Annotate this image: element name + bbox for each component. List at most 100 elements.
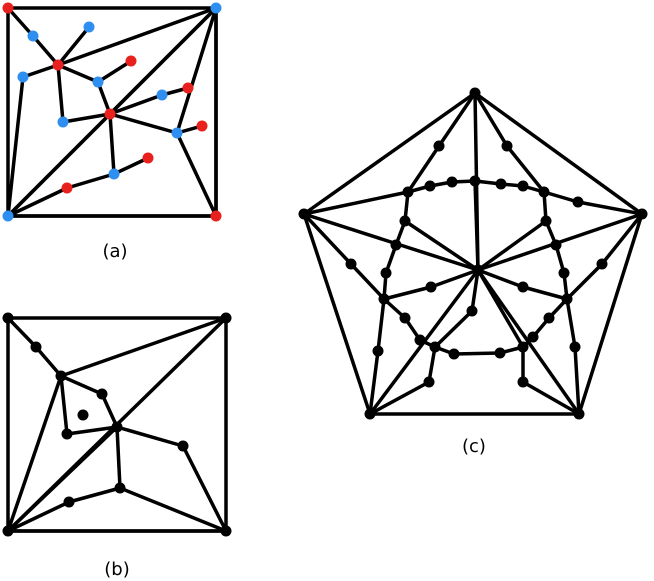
- panel-a-node-r6: [142, 152, 154, 164]
- panel-a-edge-b8-r6: [112, 156, 150, 176]
- panel-a: (a): [2, 2, 222, 262]
- panel-c-edge-c-s5: [403, 219, 480, 272]
- panel-a-node-r1: [52, 59, 64, 71]
- panel-b-node-m6: [63, 496, 75, 508]
- panel-b-edge-n2-bl: [6, 425, 119, 533]
- panel-a-node-tr: [210, 2, 222, 14]
- panel-c-node-p1: [433, 140, 445, 152]
- panel-b-edge-tl-m1: [6, 316, 38, 349]
- panel-c-node-p9: [517, 376, 529, 388]
- panel-a-edge-b7-tr: [175, 6, 218, 135]
- panel-c-node-p3: [572, 196, 584, 208]
- panel-b-node-tl: [2, 312, 14, 324]
- panel-c-node-ot: [469, 87, 481, 99]
- panel-b-edge-m4-n2: [65, 425, 119, 436]
- panel-c-node-i6: [517, 341, 529, 353]
- panel-a-nodes: [2, 2, 222, 222]
- panel-b: (b): [2, 312, 232, 580]
- panel-c-edge-p6-i3: [376, 297, 386, 353]
- panel-c-node-s15: [448, 348, 460, 360]
- panel-c-edge-ot-or: [473, 91, 644, 216]
- panel-b-edge-n1-tr: [59, 316, 228, 378]
- panel-a-node-b3: [17, 71, 29, 83]
- panel-a-edge-b4-r2: [96, 80, 112, 116]
- panel-c-edge-s18-i4: [521, 285, 569, 301]
- panel-b-node-m5: [177, 440, 189, 452]
- panel-c-node-p7: [569, 341, 581, 353]
- panel-a-edge-r2-b7: [108, 112, 179, 135]
- panel-c-edge-c-s6: [476, 219, 548, 272]
- panel-c-edge-obl-p6: [368, 349, 380, 416]
- panel-a-node-b7: [171, 127, 183, 139]
- panel-a-edge-r2-b6: [108, 93, 164, 116]
- panel-c-edge-c-s17: [429, 268, 480, 289]
- panel-b-edge-n3-br: [118, 486, 228, 533]
- panel-a-node-tl: [2, 2, 14, 14]
- panel-b-edges: [6, 316, 228, 533]
- panel-a-node-br: [210, 210, 222, 222]
- panel-c-node-s7: [390, 239, 402, 251]
- panel-c-node-s16: [494, 347, 506, 359]
- panel-c-edge-ol-p4: [302, 212, 353, 266]
- panel-c-node-s18: [517, 281, 529, 293]
- panel-c-node-s1: [446, 176, 458, 188]
- panel-a-edge-r1-b5: [56, 63, 65, 124]
- panel-a-node-b2: [83, 21, 95, 33]
- panel-b-edge-n2-m5: [115, 425, 185, 448]
- panel-c-edge-p5-i4: [565, 262, 604, 301]
- panel-a-edge-b1-r1: [31, 34, 60, 67]
- panel-a-edge-r1-b3: [21, 63, 60, 79]
- panel-c-edge-p7-i4: [565, 297, 577, 349]
- panel-c-node-s12: [543, 312, 555, 324]
- panel-c-edge-obr-p7: [573, 345, 581, 416]
- panel-c-edge-or-p3: [576, 200, 644, 216]
- panel-c-edge-ot-p2: [473, 91, 509, 148]
- panel-c-edge-c-obr: [476, 268, 581, 416]
- panel-c-node-obl: [364, 408, 376, 420]
- panel-b-node-tr: [220, 312, 232, 324]
- panel-c-edge-c-s18: [476, 268, 525, 289]
- panel-c-edge-obl-ol: [302, 212, 372, 416]
- panel-c-node-s10: [558, 267, 570, 279]
- panel-b-node-n2: [111, 421, 123, 433]
- panel-a-node-r7: [61, 182, 73, 194]
- panel-a-node-b8: [108, 168, 120, 180]
- panel-c-node-i5: [429, 341, 441, 353]
- panel-a-node-r4: [182, 82, 194, 94]
- panel-c-edge-obl-p8: [368, 380, 431, 416]
- panel-c-edge-obr-p9: [521, 380, 581, 416]
- panel-c-edge-c-i6: [476, 268, 525, 349]
- panel-c-edges: [302, 91, 644, 416]
- panel-b-edge-m5-br: [181, 444, 228, 533]
- panel-c-edge-p8-i5: [427, 345, 437, 384]
- panel-c-edge-c-s19: [470, 268, 480, 313]
- panel-a-edge-r1-b4: [56, 63, 100, 84]
- panel-c-node-ol: [298, 208, 310, 220]
- panel-c-edge-ot-p1: [437, 91, 477, 148]
- panel-b-edge-n1-bl: [6, 374, 63, 533]
- panel-c-caption: (c): [462, 436, 486, 457]
- panel-b-edge-m6-bl: [6, 500, 71, 533]
- panel-c-edge-ol-i1: [302, 190, 410, 216]
- panel-a-edge-r1-b2: [56, 25, 91, 67]
- panel-c-node-i3: [378, 293, 390, 305]
- panel-c-node-s14: [527, 331, 539, 343]
- panel-c-node-i1: [402, 186, 414, 198]
- panel-b-node-m3: [77, 409, 89, 421]
- panel-c-edge-ol-ot: [302, 91, 477, 216]
- panel-c-edge-s15-s16: [452, 351, 502, 356]
- panel-b-edge-n1-m2: [59, 374, 104, 396]
- panel-a-edge-b4-r3: [96, 59, 133, 84]
- panel-a-edge-b3-bl: [6, 75, 25, 218]
- panel-b-edge-m1-n1: [34, 345, 63, 378]
- panel-a-node-r2: [104, 108, 116, 120]
- panel-a-node-r5: [196, 120, 208, 132]
- panel-a-node-b6: [156, 89, 168, 101]
- panel-a-edge-b5-r2: [61, 112, 112, 124]
- panel-c-node-s11: [399, 312, 411, 324]
- panel-c-edge-s19-i5: [433, 309, 474, 349]
- panel-a-edge-tl-b1: [6, 6, 35, 38]
- panel-c-node-p6: [372, 345, 384, 357]
- panel-c-node-s4: [517, 180, 529, 192]
- panel-c-node-s2: [495, 178, 507, 190]
